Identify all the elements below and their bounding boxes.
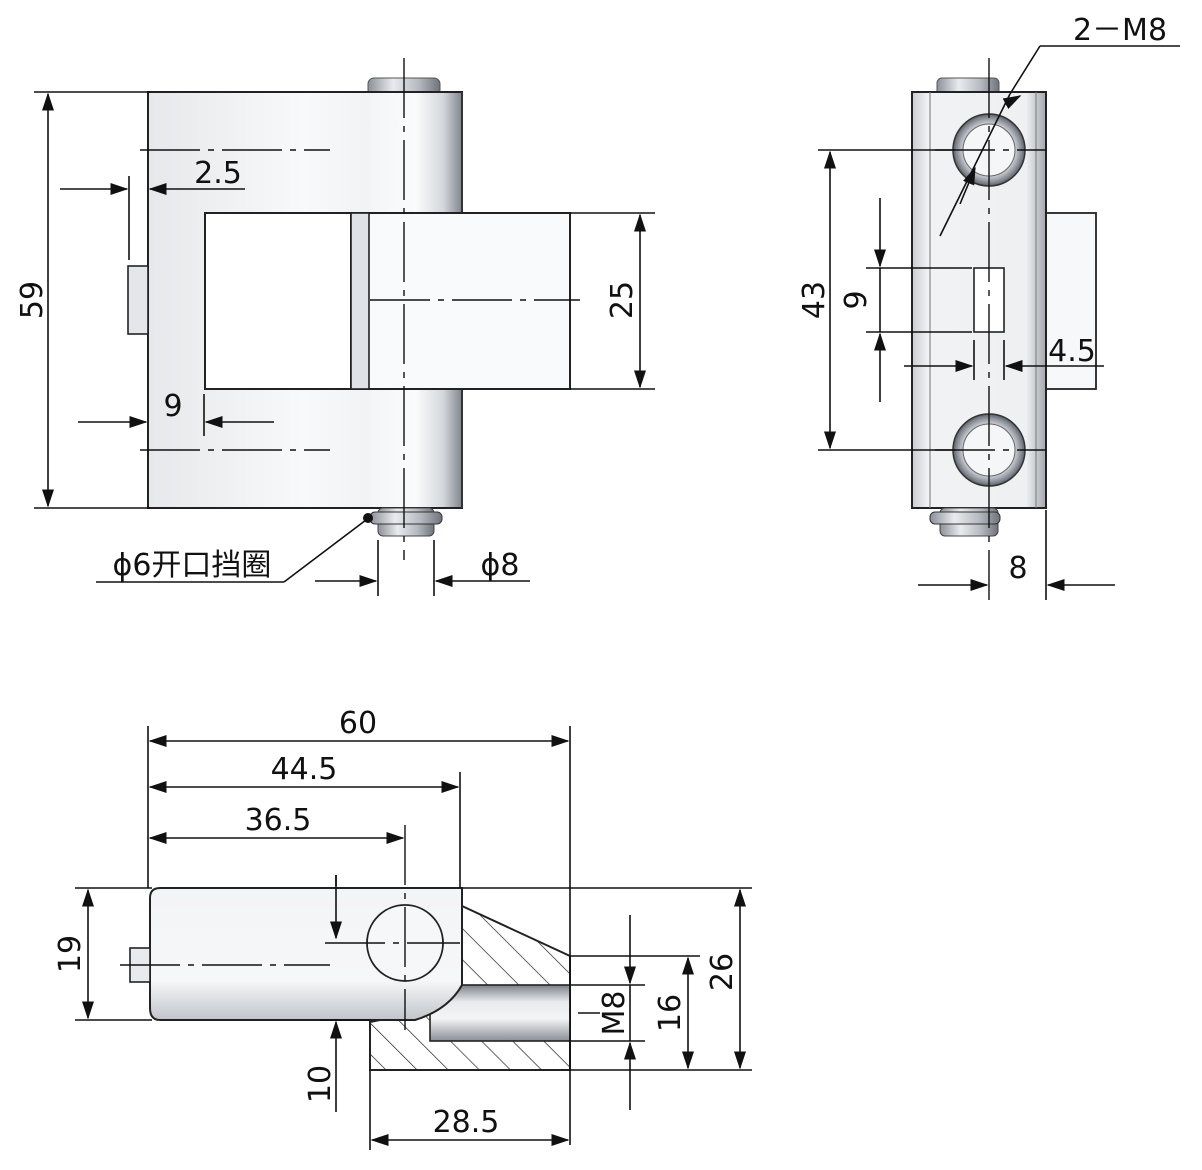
- dim-19: 19: [53, 935, 88, 973]
- dim-26: 26: [705, 953, 740, 991]
- side-tab: [127, 265, 149, 335]
- dim-44-5: 44.5: [271, 752, 338, 787]
- front-view: [127, 58, 580, 560]
- dim-2-5: 2.5: [194, 156, 242, 191]
- retaining-ring: [369, 511, 443, 525]
- side-dimensions: 2－M8 43 9 4.5 8: [797, 13, 1180, 600]
- retaining-ring-label: ϕ6开口挡圈: [113, 548, 272, 583]
- side-mounting-tab: [1045, 212, 1097, 390]
- top-dimensions: 60 44.5 36.5 19 26 16 M8 10: [53, 706, 752, 1150]
- dim-59: 59: [15, 281, 50, 319]
- dim-16: 16: [653, 994, 688, 1032]
- side-view: [911, 58, 1097, 600]
- screw-label: 2－M8: [1073, 13, 1167, 48]
- dim-36-5: 36.5: [245, 803, 312, 838]
- slot-window: [204, 212, 352, 390]
- dim-60: 60: [339, 706, 377, 741]
- dim-8: 8: [1008, 551, 1027, 586]
- dim-9-side: 9: [839, 290, 874, 309]
- dim-4-5: 4.5: [1048, 334, 1096, 369]
- dim-9-front: 9: [163, 389, 182, 424]
- dim-m8: M8: [597, 991, 632, 1036]
- dim-43: 43: [797, 281, 832, 319]
- dim-25: 25: [605, 281, 640, 319]
- dim-10: 10: [303, 1065, 338, 1103]
- top-view: [120, 825, 600, 1071]
- dim-phi8: ϕ8: [481, 548, 520, 583]
- leaf-plate: [350, 212, 571, 390]
- dim-28-5: 28.5: [433, 1105, 500, 1140]
- front-dimensions: 59 25 2.5 9 ϕ8 ϕ6开口挡圈: [15, 91, 655, 596]
